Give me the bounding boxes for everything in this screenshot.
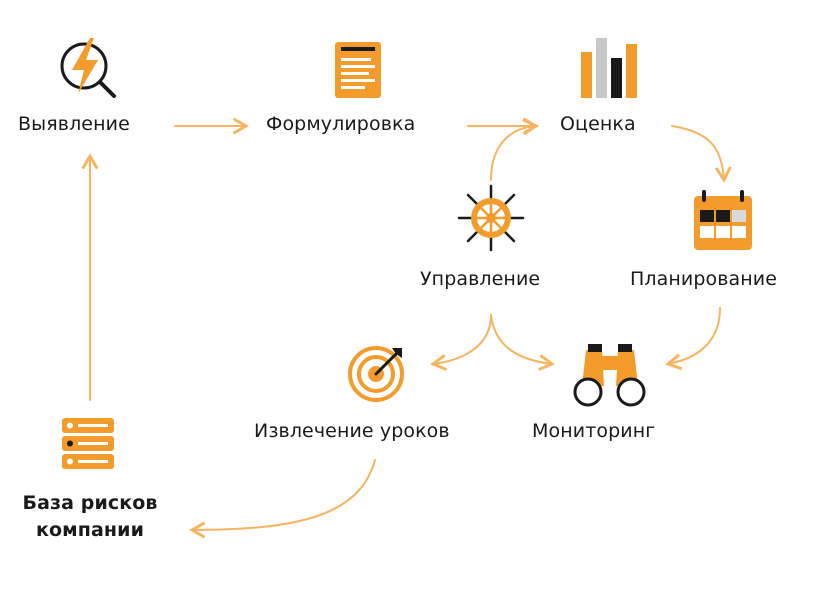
node-label-risk-base-line1: База рисков — [22, 492, 158, 514]
calendar-icon — [694, 190, 752, 250]
binoculars-icon — [573, 344, 646, 407]
arrow-management-to-assessment — [490, 118, 539, 181]
node-label-formulation: Формулировка — [266, 113, 416, 135]
arrow-assessment-to-planning — [671, 125, 732, 183]
node-label-planning: Планирование — [630, 268, 778, 290]
arrow-planning-to-monitoring — [665, 307, 721, 371]
node-label-risk-base: База рисков компании — [10, 490, 170, 544]
server-database-icon — [62, 418, 114, 469]
node-label-identification: Выявление — [18, 113, 130, 135]
bar-chart-icon — [581, 38, 637, 98]
arrow-lessons-to-risk-base — [189, 459, 376, 539]
magnifier-lightning-icon — [60, 38, 116, 98]
node-label-lessons: Извлечение уроков — [254, 420, 450, 442]
ship-wheel-icon — [457, 184, 525, 252]
node-label-management: Управление — [420, 268, 541, 290]
node-label-monitoring: Мониторинг — [532, 420, 656, 442]
target-icon — [348, 346, 404, 402]
node-label-risk-base-line2: компании — [36, 519, 144, 541]
arrow-management-to-monitoring — [490, 314, 555, 371]
arrow-management-to-lessons — [430, 314, 492, 371]
node-label-assessment: Оценка — [560, 113, 636, 135]
document-icon — [335, 42, 381, 98]
